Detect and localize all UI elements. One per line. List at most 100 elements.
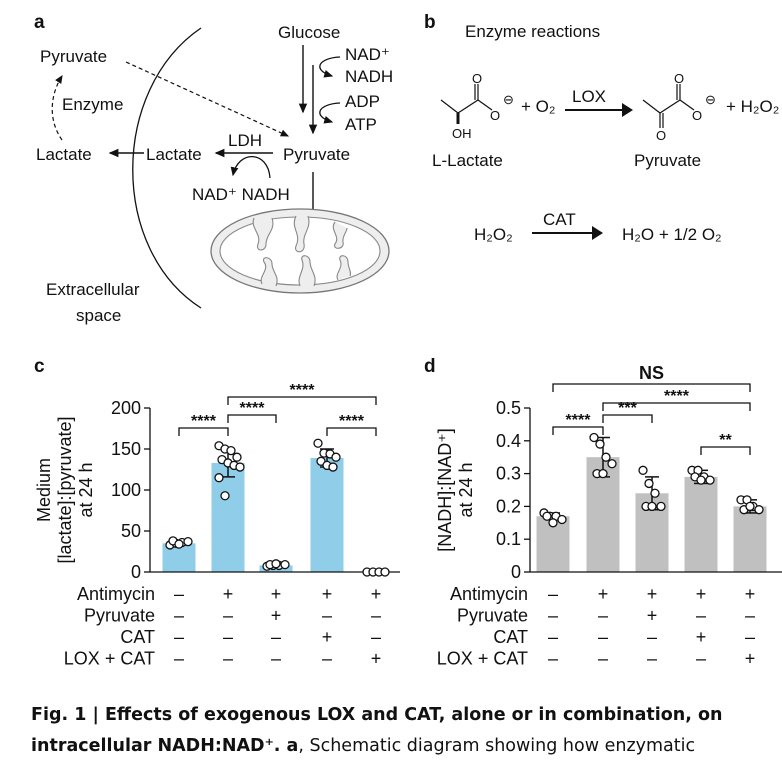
data-point bbox=[214, 473, 224, 483]
condition-sign: + bbox=[322, 627, 333, 647]
figure-caption: Fig. 1 | Effects of exogenous LOX and CA… bbox=[31, 700, 776, 762]
y-tick-label: 200 bbox=[111, 398, 141, 418]
mitochondrion-icon bbox=[210, 208, 390, 294]
lactate-oh: OH bbox=[452, 126, 472, 141]
adp-label: ADP bbox=[345, 92, 380, 111]
lactate-carboxylate-o: O bbox=[490, 108, 500, 123]
nad-curve-arrow bbox=[319, 56, 341, 78]
pyruvate-carbonyl-o: O bbox=[674, 71, 684, 86]
lactate-carbonyl-o: O bbox=[472, 71, 482, 86]
condition-sign: – bbox=[223, 606, 233, 626]
condition-sign: + bbox=[371, 649, 382, 669]
cat-products: H₂O + 1/2 O₂ bbox=[622, 225, 722, 244]
condition-sign: + bbox=[696, 627, 707, 647]
panel-label-a: a bbox=[34, 12, 45, 33]
significance-bracket bbox=[700, 446, 751, 455]
extracellular-label-2: space bbox=[76, 306, 121, 325]
nad-nadh-label: NAD⁺ NADH bbox=[192, 185, 290, 204]
condition-sign: + bbox=[322, 584, 333, 604]
significance-label: **** bbox=[191, 413, 217, 430]
y-tick-label: 50 bbox=[121, 521, 141, 541]
data-point bbox=[226, 445, 236, 456]
cell-membrane bbox=[132, 27, 202, 309]
y-axis-label: at 24 h bbox=[456, 462, 476, 517]
condition-sign: – bbox=[548, 584, 558, 604]
data-point bbox=[595, 439, 605, 449]
significance-label: NS bbox=[639, 363, 664, 383]
data-point bbox=[644, 478, 654, 489]
condition-sign: – bbox=[598, 649, 608, 669]
condition-sign: – bbox=[647, 649, 657, 669]
panel-label-d: d bbox=[424, 356, 436, 377]
glucose-label: Glucose bbox=[278, 23, 340, 42]
condition-sign: – bbox=[696, 606, 706, 626]
condition-sign: – bbox=[647, 627, 657, 647]
figure: a Glucose NAD⁺ NADH ADP ATP Pyruvate LDH… bbox=[34, 12, 782, 669]
y-tick-label: 0.4 bbox=[496, 431, 521, 451]
condition-sign: – bbox=[223, 649, 233, 669]
condition-sign: – bbox=[548, 649, 558, 669]
lactate-extracellular: Lactate bbox=[36, 145, 92, 164]
data-point bbox=[696, 475, 706, 485]
condition-sign: – bbox=[271, 627, 281, 647]
condition-label: Pyruvate bbox=[84, 606, 155, 626]
chart-d-nadh-nad: 00.10.20.30.40.5[NADH]:[NAD⁺]at 24 hNS**… bbox=[435, 363, 782, 669]
condition-sign: – bbox=[322, 606, 332, 626]
data-point bbox=[280, 559, 290, 570]
condition-sign: + bbox=[647, 584, 658, 604]
data-point bbox=[754, 505, 764, 515]
condition-sign: – bbox=[745, 627, 755, 647]
lox-label: LOX bbox=[572, 87, 606, 106]
data-point bbox=[638, 465, 648, 475]
y-tick-label: 150 bbox=[111, 439, 141, 459]
data-point bbox=[313, 438, 323, 448]
significance-label: ** bbox=[719, 432, 732, 449]
data-point bbox=[235, 462, 245, 472]
panel-b-reactions: b Enzyme reactions O O ⊖ OH + O₂ LOX O O… bbox=[424, 12, 779, 244]
y-tick-label: 0 bbox=[511, 562, 521, 582]
l-lactate-label: L-Lactate bbox=[432, 151, 503, 170]
plus-o2: + O₂ bbox=[521, 97, 555, 116]
significance-label: **** bbox=[664, 388, 690, 405]
condition-label: Antimycin bbox=[77, 584, 155, 604]
condition-label: LOX + CAT bbox=[437, 649, 528, 669]
condition-sign: + bbox=[696, 584, 707, 604]
condition-sign: – bbox=[271, 649, 281, 669]
pyruvate-label: Pyruvate bbox=[634, 151, 701, 170]
condition-label: CAT bbox=[493, 627, 528, 647]
significance-bracket bbox=[227, 396, 377, 405]
enzyme-dashed-arrow bbox=[51, 74, 63, 141]
condition-sign: – bbox=[696, 649, 706, 669]
data-point bbox=[328, 462, 338, 472]
condition-sign: – bbox=[371, 627, 381, 647]
lactate-structure bbox=[440, 84, 493, 124]
pyruvate-charge: ⊖ bbox=[705, 92, 716, 107]
condition-sign: + bbox=[271, 606, 282, 626]
condition-sign: – bbox=[598, 627, 608, 647]
significance-bracket bbox=[326, 427, 377, 436]
condition-sign: + bbox=[647, 606, 658, 626]
y-axis-label: Medium bbox=[34, 458, 54, 522]
data-point bbox=[601, 452, 611, 462]
data-point bbox=[174, 539, 184, 549]
condition-sign: – bbox=[371, 606, 381, 626]
enzyme-label: Enzyme bbox=[62, 95, 123, 114]
y-tick-label: 0 bbox=[131, 562, 141, 582]
data-point bbox=[650, 488, 660, 498]
condition-sign: – bbox=[322, 649, 332, 669]
pyruvate-import-dashed-arrow bbox=[125, 61, 290, 137]
plus-h2o2: + H₂O₂ bbox=[726, 97, 779, 116]
atp-label: ATP bbox=[345, 115, 377, 134]
condition-sign: + bbox=[371, 584, 382, 604]
lox-arrowhead-icon bbox=[622, 103, 633, 117]
condition-sign: – bbox=[174, 627, 184, 647]
nadh-label: NADH bbox=[345, 67, 393, 86]
data-point bbox=[542, 511, 552, 521]
significance-label: **** bbox=[566, 412, 592, 429]
condition-sign: + bbox=[271, 584, 282, 604]
pyruvate-keto-o: O bbox=[656, 128, 666, 143]
nadh-to-nad-arrow bbox=[230, 155, 271, 179]
data-point bbox=[647, 501, 657, 512]
significance-bracket bbox=[178, 427, 229, 436]
condition-label: LOX + CAT bbox=[64, 649, 155, 669]
